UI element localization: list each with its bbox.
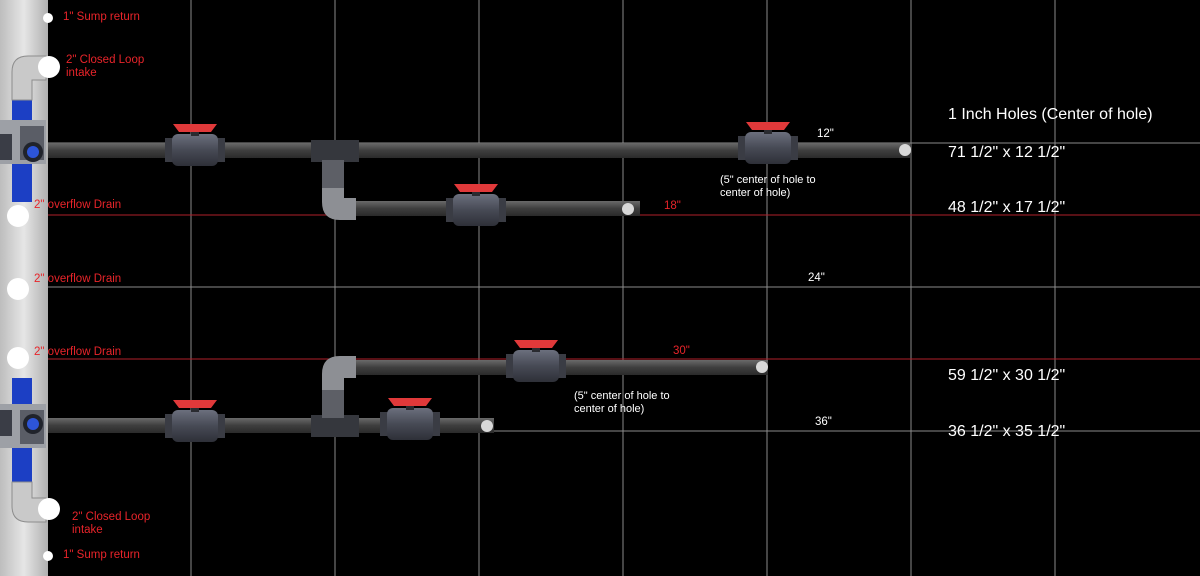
measure-30: 30" (673, 345, 690, 357)
valve (506, 340, 566, 382)
note-top-line-1: (5" center of hole to (720, 174, 816, 186)
label-overflow-drain-1: 2" overflow Drain (34, 199, 122, 211)
tee-elbow-lower (311, 356, 359, 437)
valve (165, 124, 225, 166)
label-closed-loop-top-1: 2" Closed Loop (66, 54, 145, 66)
holes-title: 1 Inch Holes (Center of hole) (948, 106, 1153, 123)
valve (165, 400, 225, 442)
elbow-top (11, 55, 47, 101)
hole-4: 36 1/2" x 35 1/2" (948, 423, 1066, 440)
measure-36: 36" (815, 416, 832, 428)
label-sump-return-top: 1" Sump return (63, 11, 140, 23)
label-overflow-drain-2: 2" overflow Drain (34, 273, 122, 285)
measure-12: 12" (817, 128, 834, 140)
hole-1: 71 1/2" x 12 1/2" (948, 144, 1066, 161)
measure-18: 18" (664, 200, 681, 212)
note-hole-spacing-top: (5" center of hole to center of hole) (720, 174, 816, 200)
valve (380, 398, 440, 440)
note-bottom-line-1: (5" center of hole to (574, 390, 670, 402)
note-hole-spacing-bottom: (5" center of hole to center of hole) (574, 390, 670, 416)
hole-2: 48 1/2" x 17 1/2" (948, 199, 1066, 216)
wall-holes (7, 13, 60, 561)
measure-24: 24" (808, 272, 825, 284)
note-top-line-2: center of hole) (720, 187, 791, 199)
hole-3: 59 1/2" x 30 1/2" (948, 367, 1066, 384)
tee-elbow-upper (311, 140, 359, 220)
bulkhead-lower (0, 378, 46, 484)
note-bottom-line-2: center of hole) (574, 403, 645, 415)
label-closed-loop-bottom-2: intake (72, 524, 103, 536)
label-sump-return-bottom: 1" Sump return (63, 549, 140, 561)
label-closed-loop-bottom-1: 2" Closed Loop (72, 511, 151, 523)
grid (48, 0, 1200, 576)
pipe-end-holes (481, 144, 911, 432)
pipe-top-main (48, 143, 910, 158)
label-closed-loop-top-2: intake (66, 67, 97, 79)
valve (738, 122, 798, 164)
label-overflow-drain-3: 2" overflow Drain (34, 346, 122, 358)
elbow-bottom (11, 481, 47, 523)
valve (446, 184, 506, 226)
bulkhead-upper (0, 96, 46, 202)
